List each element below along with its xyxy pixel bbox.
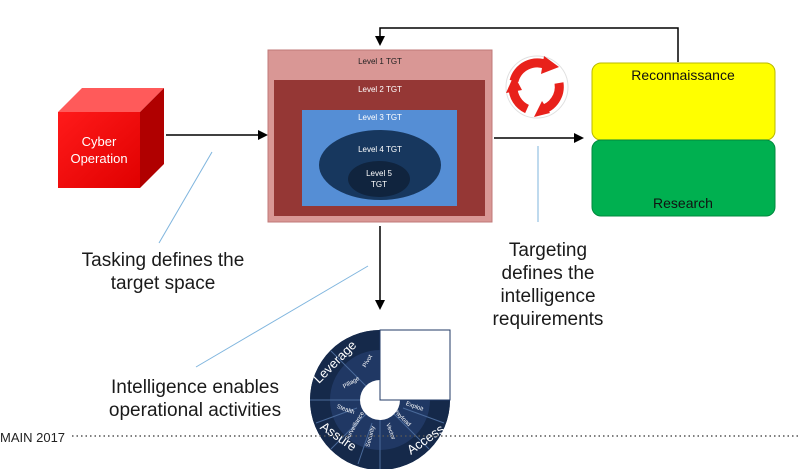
wheel-item-security: Security bbox=[365, 425, 376, 448]
wheel-dividers bbox=[310, 350, 445, 469]
wheel-item-vector: Vector bbox=[384, 423, 395, 441]
cyber-operation-cube: Cyber Operation bbox=[58, 88, 164, 188]
caption-intelligence-line-1: Intelligence enables bbox=[111, 377, 279, 398]
footer-label: MAIN 2017 bbox=[0, 430, 66, 445]
level-5-label-1: Level 5 bbox=[366, 169, 392, 178]
level-4-label: Level 4 TGT bbox=[358, 145, 402, 154]
cyber-operation-label-2: Operation bbox=[70, 151, 127, 166]
arrow-feedback bbox=[375, 27, 679, 62]
refresh-cycle-icon bbox=[505, 55, 569, 119]
caption-intelligence-line-2: operational activities bbox=[108, 400, 282, 421]
recon-research-group: Reconnaissance Research bbox=[591, 62, 776, 217]
research-box bbox=[591, 139, 776, 217]
cube-front-face bbox=[58, 112, 140, 188]
wheel-empty-quadrant bbox=[379, 329, 451, 401]
caption-targeting-line-3: intelligence bbox=[500, 286, 596, 307]
caption-targeting-line-4: requirements bbox=[492, 309, 604, 330]
level-5-label-2: TGT bbox=[371, 180, 387, 189]
caption-intelligence: Intelligence enables operational activit… bbox=[90, 376, 300, 422]
level-3-label: Level 3 TGT bbox=[358, 113, 402, 122]
caption-targeting: Targeting defines the intelligence requi… bbox=[478, 239, 618, 331]
operations-wheel: Leverage Pivot Pillage Assure Stealth Su… bbox=[310, 329, 451, 469]
level-1-label: Level 1 TGT bbox=[358, 57, 402, 66]
target-levels: Level 1 TGT Level 2 TGT Level 3 TGT Leve… bbox=[267, 49, 493, 223]
cube-top-face bbox=[58, 88, 164, 112]
cube-side-face bbox=[140, 88, 164, 188]
cyber-operation-label-1: Cyber bbox=[82, 134, 117, 149]
callout-line-intelligence bbox=[195, 265, 369, 368]
caption-tasking: Tasking defines the target space bbox=[63, 249, 263, 295]
research-label: Research bbox=[653, 195, 713, 211]
caption-tasking-line-1: Tasking defines the bbox=[81, 250, 245, 271]
level-2-label: Level 2 TGT bbox=[358, 85, 402, 94]
level-5-ellipse bbox=[348, 161, 410, 197]
callout-line-tasking bbox=[158, 151, 213, 244]
caption-tasking-line-2: target space bbox=[110, 273, 216, 294]
caption-targeting-line-1: Targeting bbox=[508, 240, 588, 261]
reconnaissance-label: Reconnaissance bbox=[631, 67, 735, 83]
wheel-item-exploit: Exploit bbox=[405, 401, 424, 413]
caption-targeting-line-2: defines the bbox=[501, 263, 595, 284]
